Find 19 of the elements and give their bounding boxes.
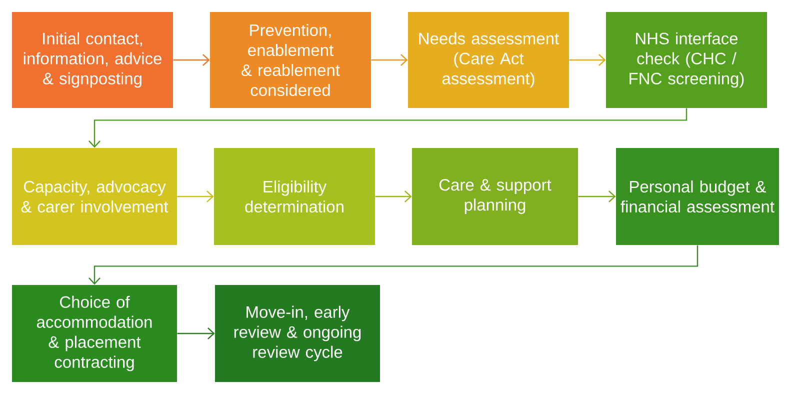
process-box: Capacity, advocacy & carer involvement (12, 148, 177, 245)
arrow (569, 54, 606, 66)
arrow (88, 108, 688, 148)
arrow (177, 190, 214, 202)
process-box: Prevention, enablement & reablement considered (210, 12, 371, 108)
arrow (375, 190, 412, 202)
arrow (173, 54, 210, 66)
process-box: Care & support planning (412, 148, 578, 245)
arrow (88, 245, 698, 285)
process-box: Move-in, early review & ongoing review cycle (215, 285, 380, 382)
process-box: Eligibility determination (214, 148, 375, 245)
process-box: Personal budget & financial assessment (616, 148, 779, 245)
process-box: Needs assessment (Care Act assessment) (408, 12, 569, 108)
process-box: NHS interface check (CHC / FNC screening) (606, 12, 767, 108)
arrow (177, 328, 215, 340)
arrow (578, 190, 616, 202)
process-box: Initial contact, information, advice & signposting (12, 12, 173, 108)
process-box: Choice of accommodation & placement contracting (12, 285, 177, 382)
arrow (371, 54, 408, 66)
